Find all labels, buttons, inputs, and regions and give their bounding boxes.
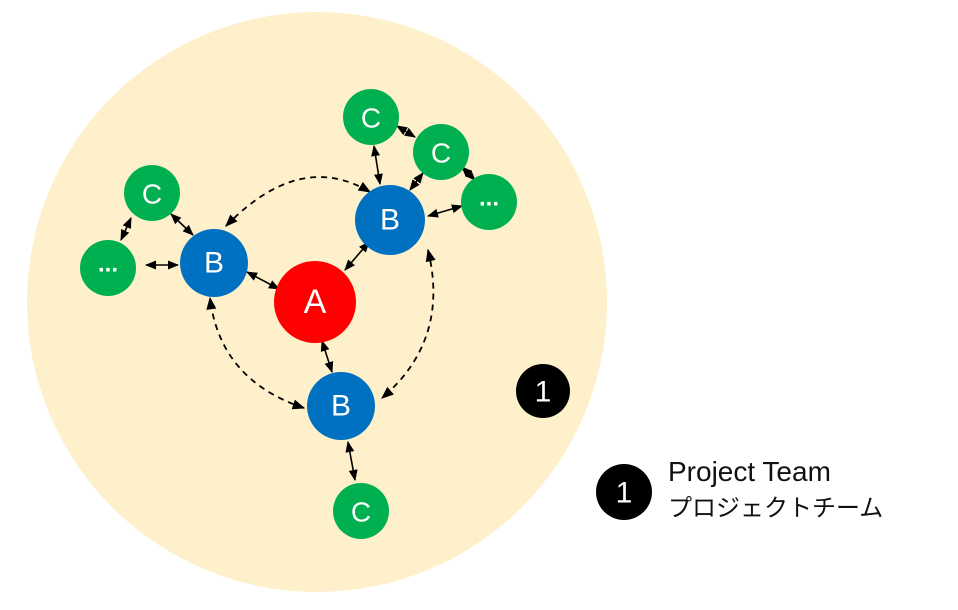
arrow-b2-c-top — [371, 144, 383, 186]
arrow-c-more-left — [120, 216, 132, 242]
node-c-bottom: C — [333, 483, 389, 539]
node-c-label: C — [142, 179, 162, 210]
arrow-b2-more — [426, 204, 464, 218]
node-more-left: ... — [80, 240, 136, 296]
node-more-label: ... — [98, 251, 118, 278]
arrow-a-b3 — [320, 339, 334, 374]
node-b-bottom: B — [307, 372, 375, 440]
legend: 1 Project Team プロジェクトチーム — [596, 456, 883, 522]
legend-badge-number: 1 — [616, 477, 633, 510]
legend-title-ja: プロジェクトチーム — [668, 495, 883, 522]
node-c-label: C — [361, 103, 381, 134]
arrow-c-more-right — [461, 166, 476, 181]
node-b-left: B — [180, 229, 248, 297]
node-b-right: B — [355, 185, 425, 255]
node-more-label: ... — [479, 185, 499, 212]
dashed-arrow-b3-b1 — [206, 296, 306, 410]
node-c-left: C — [124, 165, 180, 221]
arrow-b3-c — [345, 440, 358, 482]
arrow-a-b1 — [246, 271, 280, 290]
node-a-label: A — [304, 283, 327, 321]
node-b-label: B — [331, 390, 351, 423]
node-a: A — [274, 261, 356, 343]
arrow-c-c — [396, 125, 416, 138]
dashed-arrow-b2-b3 — [381, 248, 436, 399]
node-b-label: B — [380, 204, 400, 237]
team-badge: 1 — [516, 364, 570, 418]
arrow-b1-c — [170, 213, 194, 236]
node-c-top: C — [343, 89, 399, 145]
node-c-label: C — [351, 497, 371, 528]
node-b-label: B — [204, 247, 224, 280]
node-c-label: C — [431, 138, 451, 169]
dashed-arrow-b1-b2 — [225, 176, 372, 227]
arrow-b2-c-right — [409, 172, 424, 191]
legend-title-en: Project Team — [668, 456, 831, 487]
node-more-right: ... — [461, 174, 517, 230]
arrow-a-b2 — [344, 241, 370, 271]
team-badge-number: 1 — [535, 376, 552, 409]
node-c-top-right: C — [413, 124, 469, 180]
